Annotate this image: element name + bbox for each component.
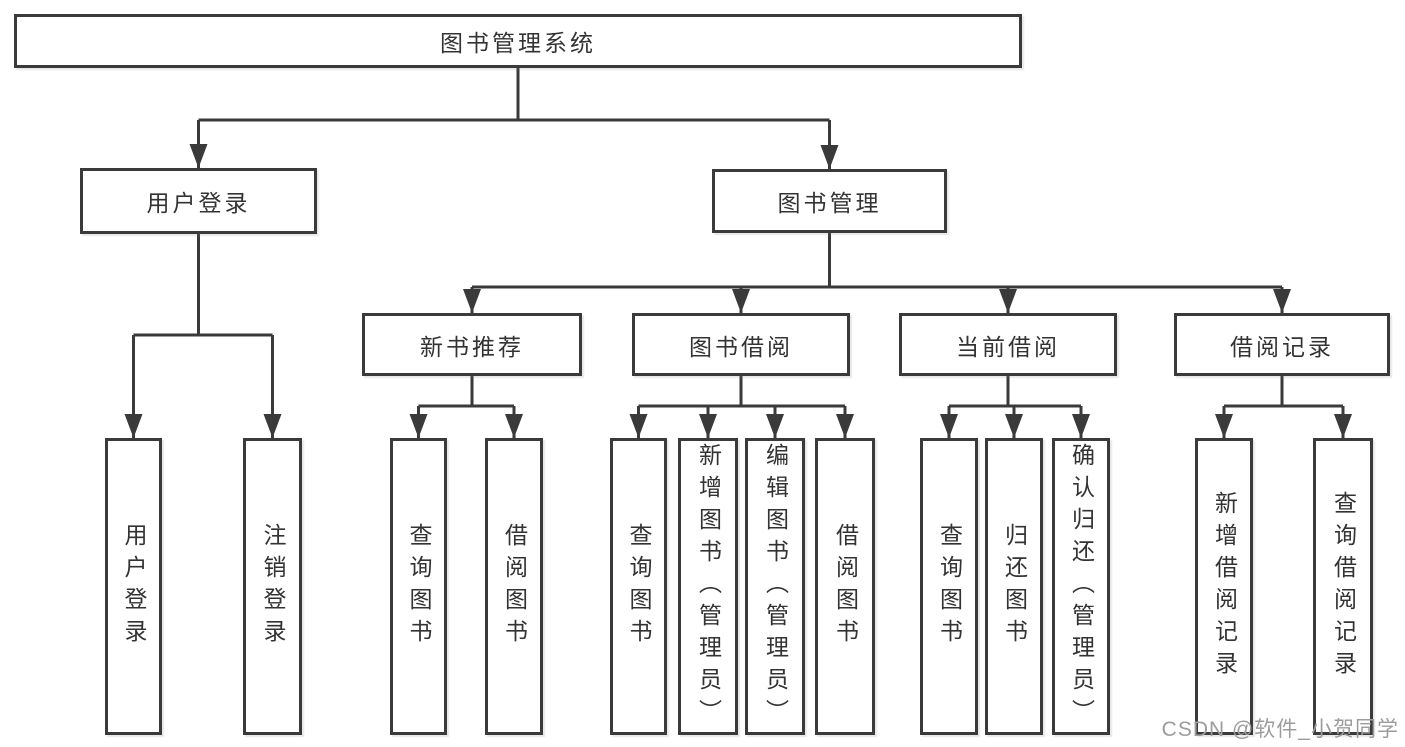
arrowhead-down-icon — [1072, 414, 1090, 438]
leaf-borrowing-borrow-books: 借阅图书 — [815, 438, 875, 735]
arrowhead-down-icon — [836, 414, 854, 438]
arrowhead-down-icon — [820, 145, 839, 169]
arrowhead-down-icon — [463, 289, 481, 313]
leaf-current-return-books: 归还图书 — [985, 438, 1043, 735]
arrowhead-down-icon — [1273, 289, 1291, 313]
arrowhead-down-icon — [766, 414, 784, 438]
node-borrowing-records: 借阅记录 — [1174, 313, 1390, 376]
arrowhead-down-icon — [999, 289, 1017, 313]
leaf-borrowing-edit-books-admin: 编辑图书（管理员） — [745, 438, 805, 735]
node-root: 图书管理系统 — [14, 14, 1022, 68]
leaf-recommend-borrow-books: 借阅图书 — [485, 438, 543, 735]
arrowhead-down-icon — [1334, 414, 1352, 438]
arrowhead-down-icon — [189, 144, 208, 168]
node-book-management: 图书管理 — [712, 169, 947, 233]
leaf-user-login: 用户登录 — [105, 438, 162, 735]
arrowhead-down-icon — [629, 414, 648, 438]
leaf-borrowing-query-books: 查询图书 — [610, 438, 667, 735]
arrowhead-down-icon — [124, 414, 143, 438]
leaf-current-confirm-return-admin: 确认归还（管理员） — [1052, 438, 1110, 735]
leaf-records-add-borrow-record: 新增借阅记录 — [1195, 438, 1253, 735]
leaf-recommend-query-books: 查询图书 — [390, 438, 447, 735]
connector-path — [132, 68, 1345, 438]
arrowhead-down-icon — [409, 414, 428, 438]
node-current-borrowing: 当前借阅 — [899, 313, 1117, 376]
arrowhead-down-icon — [940, 414, 958, 438]
node-new-book-recommendation: 新书推荐 — [362, 313, 582, 376]
node-user-login: 用户登录 — [80, 168, 317, 234]
arrowhead-down-icon — [1005, 414, 1023, 438]
arrowhead-down-icon — [263, 414, 282, 438]
leaf-borrowing-add-books-admin: 新增图书（管理员） — [678, 438, 738, 735]
arrowhead-down-icon — [699, 414, 717, 438]
arrowhead-down-icon — [1215, 414, 1233, 438]
watermark: CSDN @软件_小贺同学 — [1161, 718, 1399, 741]
arrowhead-down-icon — [732, 289, 750, 313]
leaf-current-query-books: 查询图书 — [920, 438, 978, 735]
node-book-borrowing: 图书借阅 — [632, 313, 850, 376]
leaf-logout: 注销登录 — [243, 438, 302, 735]
leaf-records-query-borrow-record: 查询借阅记录 — [1313, 438, 1373, 735]
arrowhead-down-icon — [505, 414, 523, 438]
